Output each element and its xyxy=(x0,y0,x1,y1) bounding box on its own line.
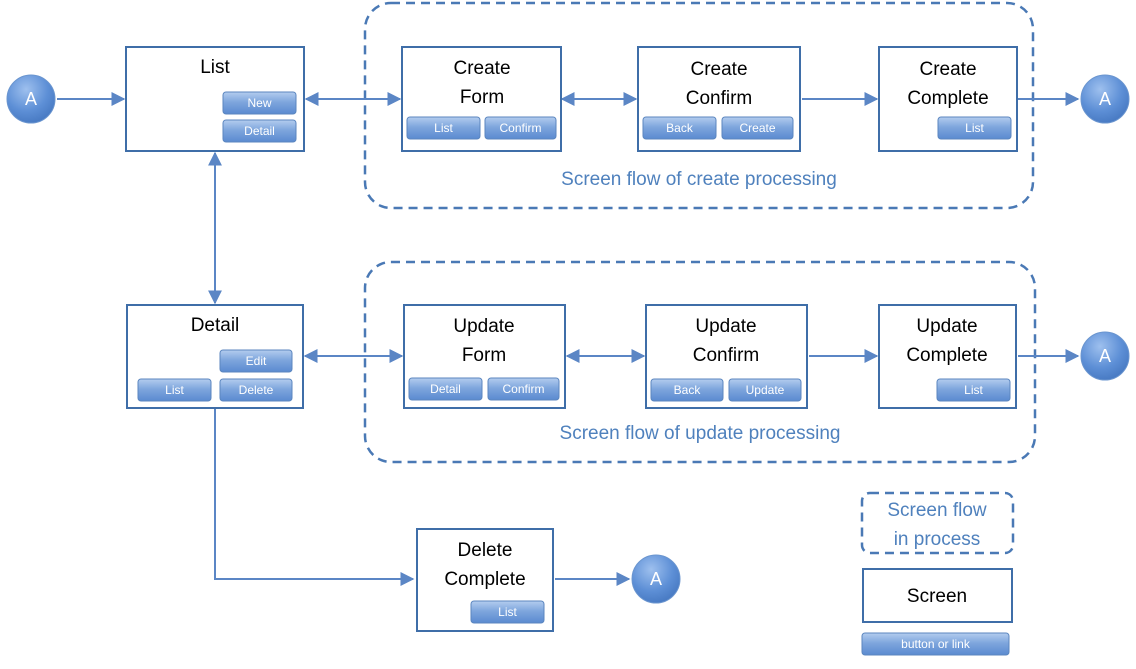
screen-list: List New Detail xyxy=(125,46,305,152)
legend-flow-label: in process xyxy=(894,529,981,550)
svg-text:New: New xyxy=(247,96,271,110)
screen-title: Complete xyxy=(906,345,987,366)
svg-text:Back: Back xyxy=(666,121,694,135)
arrow-detail-delete-complete xyxy=(214,409,415,586)
detail-button[interactable]: Detail xyxy=(222,119,297,143)
create-flow-label: Screen flow of create processing xyxy=(561,169,837,190)
svg-text:Delete: Delete xyxy=(239,383,274,397)
screen-title: Detail xyxy=(191,315,240,336)
list-button[interactable]: List xyxy=(937,116,1012,140)
connector-a-label: A xyxy=(25,89,37,109)
legend-button: button or link xyxy=(861,632,1010,656)
legend-screen: Screen xyxy=(862,568,1013,623)
delete-button[interactable]: Delete xyxy=(219,378,293,402)
svg-text:List: List xyxy=(964,383,983,397)
svg-text:Detail: Detail xyxy=(244,124,275,138)
screen-title: Create xyxy=(690,59,747,80)
legend-flow-label: Screen flow xyxy=(887,500,987,521)
svg-text:Back: Back xyxy=(674,383,702,397)
connector-a-label: A xyxy=(1099,89,1111,109)
detail-button[interactable]: Detail xyxy=(408,377,483,401)
svg-text:List: List xyxy=(434,121,453,135)
connector-a-update: A xyxy=(1080,331,1130,381)
screen-title: Complete xyxy=(444,569,525,590)
back-button[interactable]: Back xyxy=(642,116,717,140)
screen-title: Create xyxy=(453,58,510,79)
svg-text:Confirm: Confirm xyxy=(502,382,544,396)
svg-text:Detail: Detail xyxy=(430,382,461,396)
list-button[interactable]: List xyxy=(470,600,545,624)
screen-update-form: Update Form Detail Confirm xyxy=(403,304,566,409)
svg-text:Create: Create xyxy=(739,121,775,135)
screen-title: Update xyxy=(916,316,977,337)
connector-a-start: A xyxy=(6,74,56,124)
screen-title: Form xyxy=(460,87,504,108)
legend-screen-label: Screen xyxy=(907,586,967,607)
confirm-button[interactable]: Confirm xyxy=(487,377,560,401)
new-button[interactable]: New xyxy=(222,91,297,115)
edit-button[interactable]: Edit xyxy=(219,349,293,373)
svg-text:List: List xyxy=(965,121,984,135)
svg-text:Edit: Edit xyxy=(246,354,267,368)
list-button[interactable]: List xyxy=(936,378,1011,402)
legend: Screen flow in process Screen button or … xyxy=(860,491,1015,656)
connectors xyxy=(57,92,1080,586)
screen-delete-complete: Delete Complete List xyxy=(416,528,554,632)
screen-update-confirm: Update Confirm Back Update xyxy=(645,304,808,409)
screen-title: Create xyxy=(919,59,976,80)
screen-title: Delete xyxy=(458,540,513,561)
screen-title: Confirm xyxy=(693,345,760,366)
svg-text:Update: Update xyxy=(746,383,785,397)
confirm-button[interactable]: Confirm xyxy=(484,116,557,140)
connector-a-delete: A xyxy=(631,554,681,604)
screen-update-complete: Update Complete List xyxy=(878,304,1017,409)
list-button[interactable]: List xyxy=(137,378,212,402)
connector-a-create: A xyxy=(1080,74,1130,124)
legend-flow: Screen flow in process xyxy=(860,491,1015,555)
update-flow-label: Screen flow of update processing xyxy=(560,423,841,444)
connector-a-label: A xyxy=(650,569,662,589)
connector-a-label: A xyxy=(1099,346,1111,366)
back-button[interactable]: Back xyxy=(650,378,724,402)
screen-create-complete: Create Complete List xyxy=(878,46,1018,152)
screen-create-form: Create Form List Confirm xyxy=(401,46,562,152)
svg-text:List: List xyxy=(498,605,517,619)
screen-title: Update xyxy=(453,316,514,337)
svg-text:Confirm: Confirm xyxy=(499,121,541,135)
screen-title: Confirm xyxy=(686,88,753,109)
list-button[interactable]: List xyxy=(406,116,481,140)
legend-button-label: button or link xyxy=(901,637,971,651)
update-button[interactable]: Update xyxy=(728,378,802,402)
screen-title: Update xyxy=(695,316,756,337)
create-button[interactable]: Create xyxy=(721,116,794,140)
screen-title: Form xyxy=(462,345,506,366)
svg-text:List: List xyxy=(165,383,184,397)
screen-create-confirm: Create Confirm Back Create xyxy=(637,46,801,152)
screen-title: List xyxy=(200,57,230,78)
screen-detail: Detail Edit List Delete xyxy=(126,304,304,409)
screen-title: Complete xyxy=(907,88,988,109)
